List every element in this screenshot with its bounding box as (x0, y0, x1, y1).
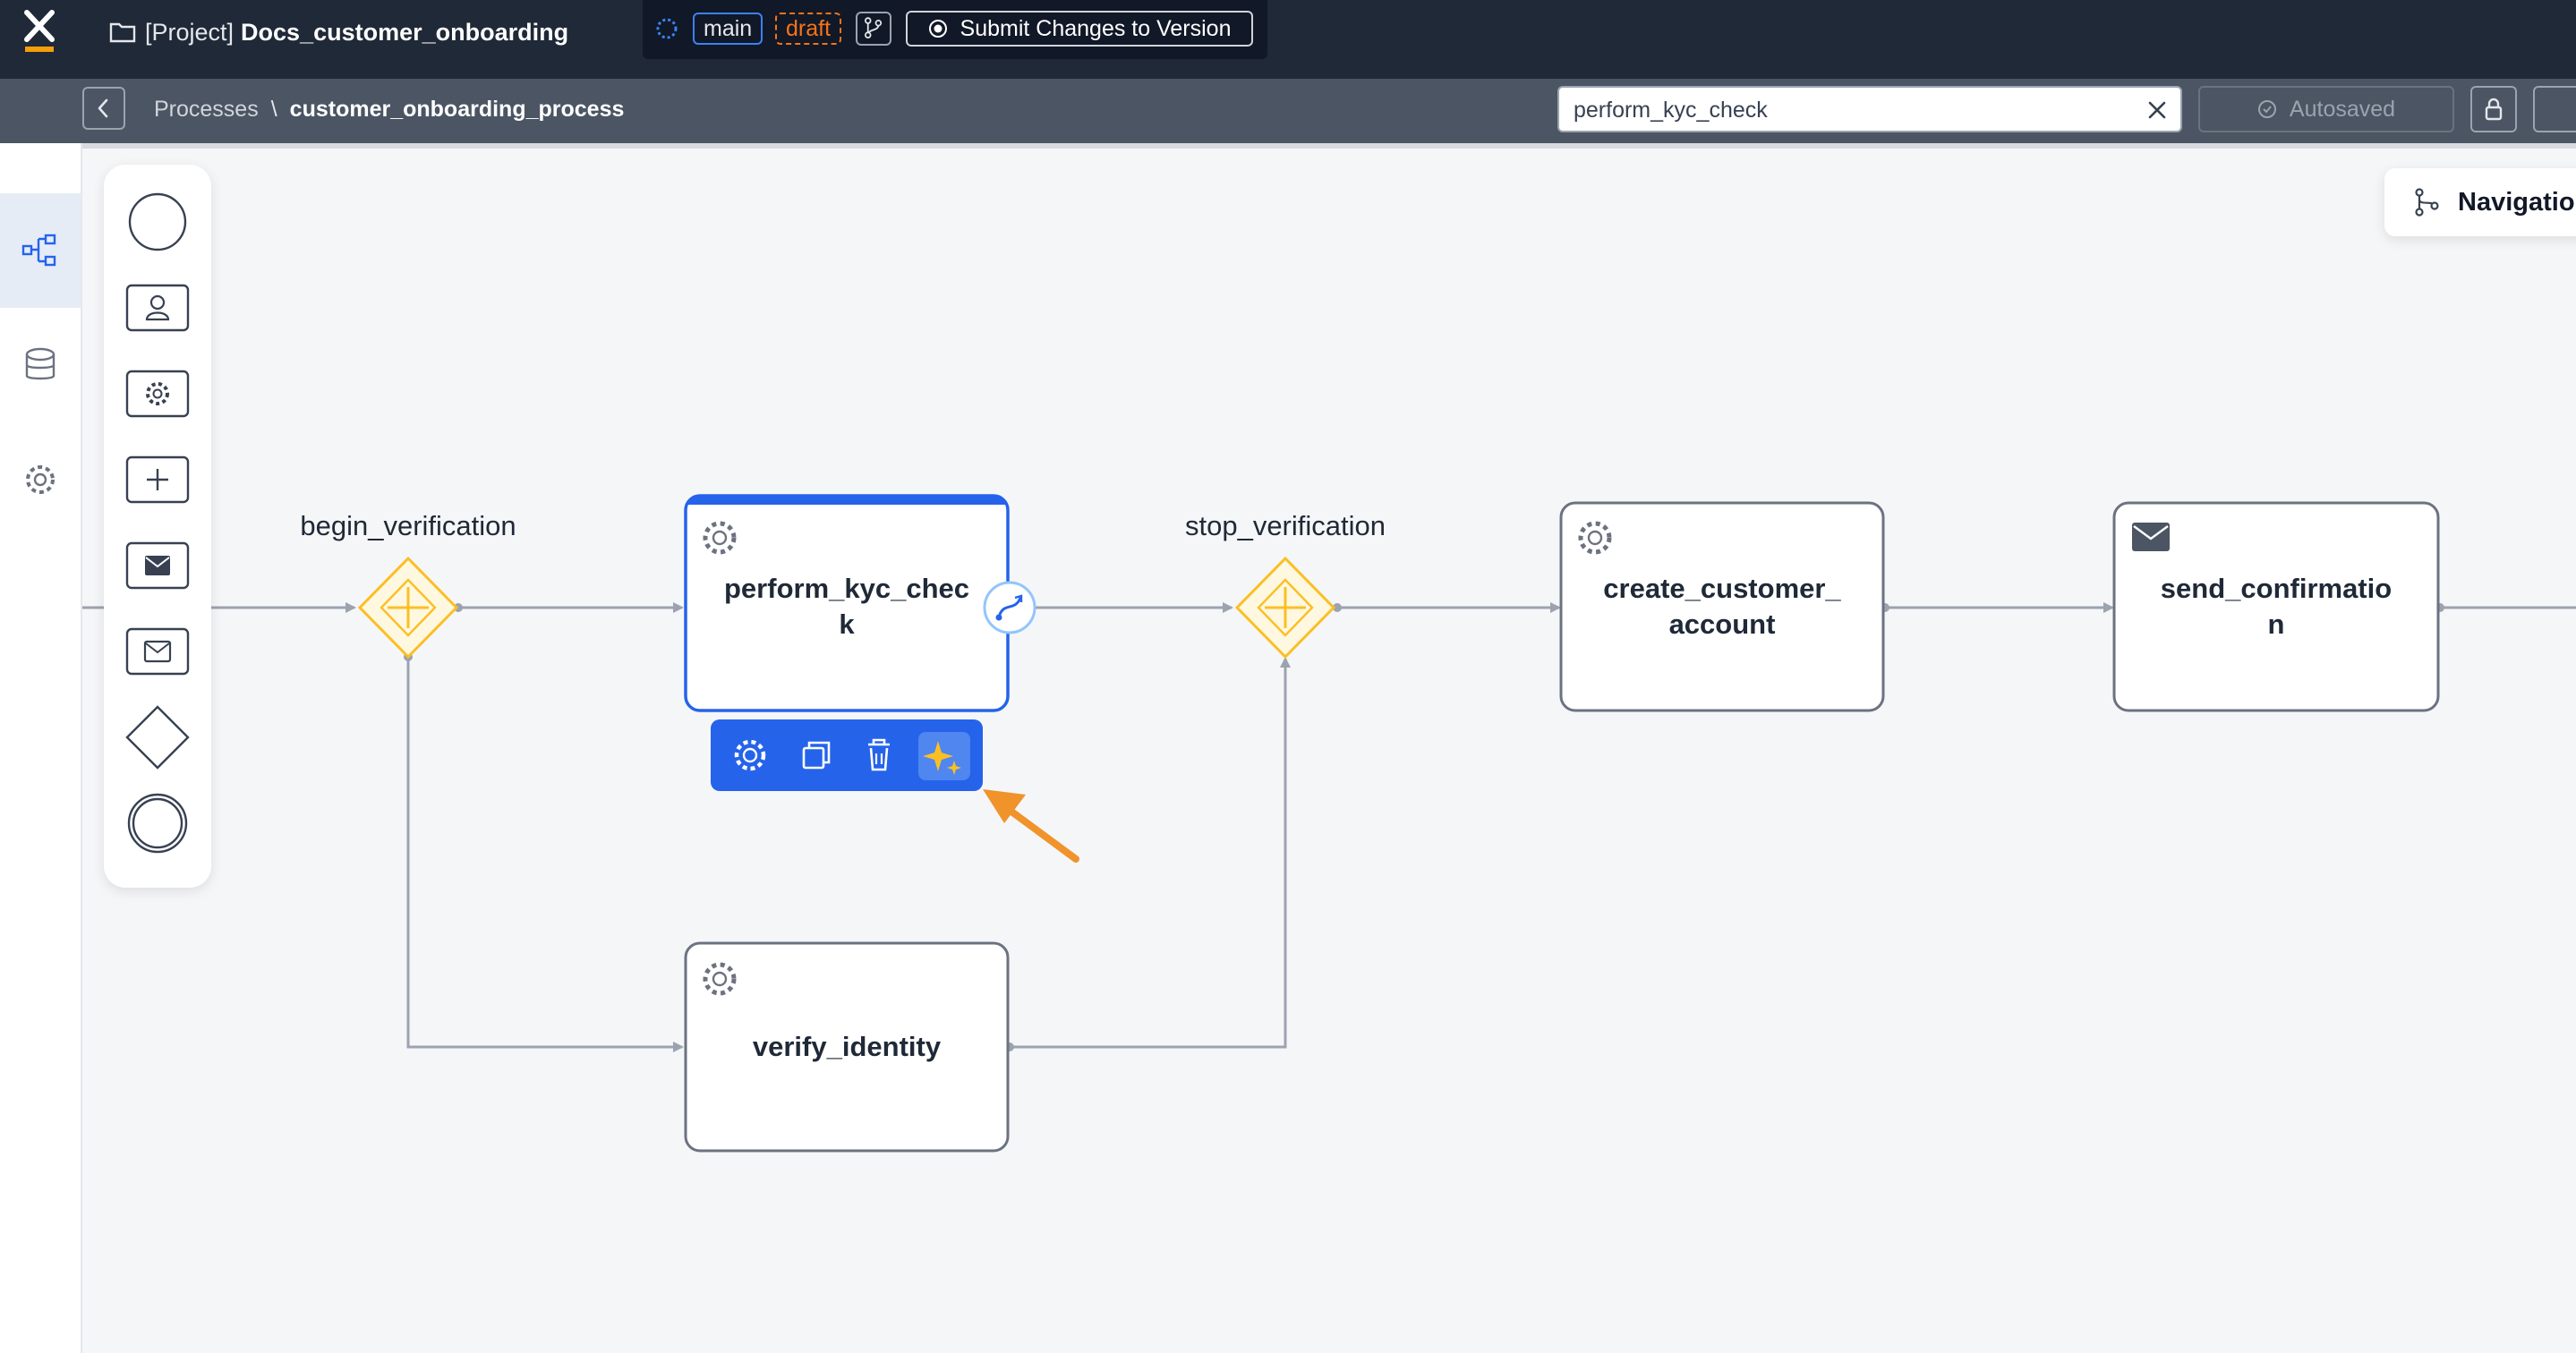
folder-icon (109, 22, 136, 43)
task-verify-identity[interactable]: verify_identity (684, 941, 1010, 1153)
task-send-confirmation[interactable]: send_confirmatio n (2112, 501, 2440, 712)
navigation-panel[interactable]: Navigation (2384, 168, 2576, 236)
submit-changes-label: Submit Changes to Version (960, 15, 1232, 41)
service-task-gear-icon (703, 521, 737, 555)
service-task-icon (125, 370, 190, 418)
toolbar-ai-button[interactable] (918, 732, 970, 780)
breadcrumb-current: customer_onboarding_process (289, 96, 625, 122)
project-title[interactable]: [Project] Docs_customer_onboarding (109, 14, 568, 50)
draft-badge: draft (775, 13, 842, 45)
task-name-line-2: n (2268, 608, 2285, 640)
trash-icon (868, 738, 890, 771)
begin-verification-gateway[interactable] (357, 556, 459, 659)
navigation-icon (2415, 188, 2439, 217)
begin-verification-label: begin_verification (300, 510, 516, 541)
record-icon (928, 20, 947, 38)
project-prefix: [Project] (145, 18, 235, 46)
process-diagram-icon (21, 234, 56, 267)
breadcrumb-processes[interactable]: Processes (154, 96, 259, 122)
task-name-line-1: send_confirmatio (2161, 573, 2392, 604)
back-button[interactable] (82, 87, 125, 130)
breadcrumb: Processes \ customer_onboarding_process (154, 93, 624, 125)
stop-verification-label: stop_verification (1185, 510, 1386, 541)
palette-receive-message-task[interactable] (124, 617, 192, 685)
git-branch-icon (864, 17, 883, 38)
toolbar-settings-button[interactable] (734, 739, 766, 771)
palette-user-task[interactable] (124, 274, 192, 342)
toolbar-delete-button[interactable] (868, 738, 890, 771)
sequence-flows (82, 602, 2576, 1052)
sparkle-icon (923, 741, 953, 771)
breadcrumb-separator: \ (270, 96, 277, 122)
send-message-task-icon (125, 541, 190, 590)
rail-item-process-diagram[interactable] (0, 193, 81, 308)
element-palette (104, 165, 211, 888)
palette-service-task[interactable] (124, 360, 192, 428)
user-task-icon (125, 284, 190, 332)
database-icon (25, 347, 55, 380)
chevron-left-icon (98, 98, 108, 118)
flow-verify-to-stop[interactable] (1010, 657, 1291, 1049)
task-name-line-2: k (839, 608, 855, 640)
task-name-line-1: perform_kyc_chec (724, 573, 969, 604)
close-icon[interactable] (2145, 98, 2170, 123)
service-task-gear-icon (703, 962, 737, 996)
receive-message-task-icon (125, 627, 190, 676)
node-context-toolbar (711, 719, 983, 791)
check-circle-icon (2257, 100, 2276, 118)
task-perform-kyc-check[interactable]: perform_kyc_chec k (684, 494, 1010, 712)
branch-badge: main (693, 13, 763, 45)
palette-subprocess[interactable] (124, 446, 192, 514)
top-bar (0, 0, 2576, 79)
palette-gateway[interactable] (124, 703, 192, 771)
branch-button[interactable] (856, 12, 891, 46)
gear-icon (26, 465, 55, 494)
end-event-icon (127, 793, 188, 854)
submit-changes-button[interactable]: Submit Changes to Version (906, 11, 1253, 47)
autosaved-label: Autosaved (2289, 96, 2396, 122)
app-logo-icon[interactable] (23, 9, 55, 54)
start-event-icon (128, 192, 187, 251)
subprocess-icon (125, 455, 190, 504)
stop-verification-gateway[interactable] (1234, 556, 1336, 659)
copy-icon (802, 746, 825, 770)
connect-icon (997, 597, 1022, 618)
autosaved-status: Autosaved (2198, 86, 2454, 132)
search-input[interactable] (1574, 95, 2111, 125)
palette-end-event[interactable] (124, 789, 192, 857)
send-message-icon (2132, 523, 2170, 551)
navigation-label: Navigation (2458, 187, 2576, 217)
search-field[interactable] (1557, 86, 2182, 132)
task-create-customer-account[interactable]: create_customer_ account (1559, 501, 1885, 712)
rail-item-settings[interactable] (0, 422, 81, 537)
project-name: Docs_customer_onboarding (241, 18, 569, 46)
sync-status-icon (656, 18, 678, 39)
left-rail (0, 143, 82, 1353)
gear-icon (742, 747, 758, 763)
palette-send-message-task[interactable] (124, 532, 192, 600)
lock-icon (2485, 98, 2503, 121)
diagram-canvas[interactable] (82, 143, 2576, 1353)
more-button[interactable] (2533, 86, 2576, 132)
service-task-gear-icon (1578, 521, 1612, 555)
connect-handle[interactable] (983, 581, 1036, 634)
version-panel (643, 0, 1267, 59)
palette-start-event[interactable] (124, 188, 192, 256)
lock-button[interactable] (2470, 86, 2517, 132)
annotation-arrow (983, 789, 1079, 863)
task-name-line-1: verify_identity (753, 1031, 942, 1062)
task-name-line-2: account (1669, 608, 1776, 640)
rail-item-data-model[interactable] (0, 308, 81, 422)
task-name-line-1: create_customer_ (1603, 573, 1841, 604)
gateway-icon (125, 705, 190, 770)
flow-begin-to-verify[interactable] (406, 657, 684, 1052)
toolbar-duplicate-button[interactable] (802, 741, 831, 770)
